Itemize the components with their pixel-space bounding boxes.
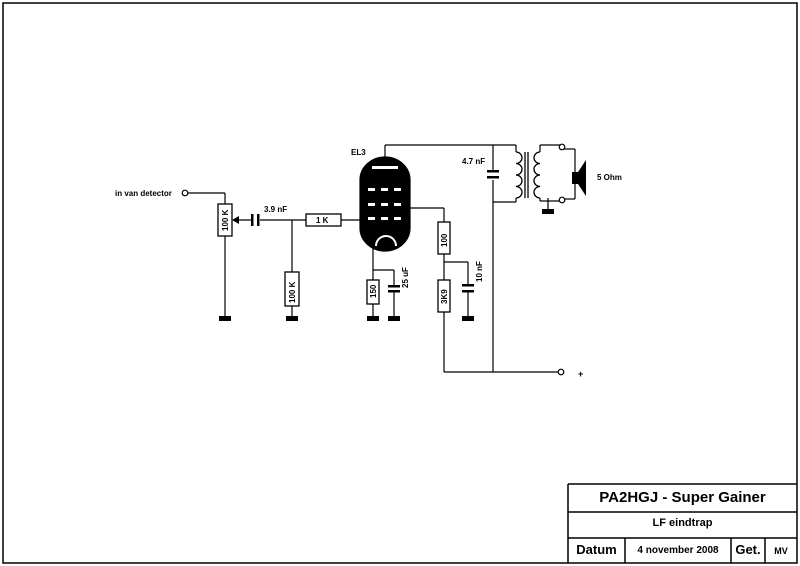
label-r-pot: 100 K xyxy=(221,209,230,231)
resistor-screen xyxy=(437,221,451,255)
cap-coupling-plate2 xyxy=(257,214,260,226)
supply-terminal xyxy=(557,368,565,376)
label-r-cathode: 150 xyxy=(369,284,378,298)
ground-screen-c xyxy=(462,316,474,321)
resistor-screen-drop xyxy=(437,279,451,313)
ground-transformer xyxy=(542,209,554,214)
ground-cathode-c xyxy=(388,316,400,321)
cap-screen-plate1 xyxy=(462,284,474,287)
speaker-terminal-bottom xyxy=(558,196,566,204)
cap-cathode-plate1 xyxy=(388,285,400,288)
resistor-cathode xyxy=(366,279,380,305)
drawing-subtitle: LF eindtrap xyxy=(652,517,713,529)
date-value: 4 november 2008 xyxy=(637,545,719,556)
label-c-cathode: 25 uF xyxy=(401,267,410,288)
tube-grids xyxy=(368,188,401,220)
tube-heater xyxy=(375,235,397,247)
cap-cathode-plate2 xyxy=(388,290,400,293)
label-speaker: 5 Ohm xyxy=(597,173,622,182)
ground-pot xyxy=(219,316,231,321)
cap-screen-plate2 xyxy=(462,290,474,293)
label-supply-plus: + xyxy=(578,369,583,379)
cap-anode-plate1 xyxy=(487,170,499,173)
resistor-grid-leak xyxy=(284,271,300,307)
label-r-screen-drop: 3K9 xyxy=(440,289,449,304)
label-c-screen: 10 nF xyxy=(475,261,484,282)
label-input: in van detector xyxy=(115,189,172,198)
label-r-screen: 100 xyxy=(440,233,449,247)
cap-coupling-plate1 xyxy=(251,214,254,226)
transformer-primary xyxy=(515,151,523,199)
label-c-coupling: 3.9 nF xyxy=(264,205,287,214)
loudspeaker xyxy=(572,160,586,196)
label-r-grid-stop: 1 K xyxy=(316,216,329,225)
date-label: Datum xyxy=(576,542,617,557)
grounds xyxy=(219,209,554,321)
drawing-title: PA2HGJ - Super Gainer xyxy=(599,489,766,506)
label-c-anode: 4.7 nF xyxy=(462,157,485,166)
cap-anode-plate2 xyxy=(487,176,499,179)
ground-cathode-r xyxy=(367,316,379,321)
ground-grid-leak xyxy=(286,316,298,321)
transformer-secondary xyxy=(533,151,541,199)
tube-anode xyxy=(372,166,398,169)
drawn-by-value: MV xyxy=(774,546,788,556)
label-r-grid-leak: 100 K xyxy=(288,281,297,303)
drawn-by-label: Get. xyxy=(735,542,761,557)
title-block-frame xyxy=(567,483,797,563)
tube-el3 xyxy=(359,156,411,252)
resistors xyxy=(217,203,451,313)
labels: in van detector EL3 3.9 nF 1 K 4.7 nF 5 … xyxy=(115,148,622,379)
capacitors xyxy=(251,170,499,293)
speaker-terminal-top xyxy=(558,143,566,151)
input-terminal xyxy=(181,189,189,197)
pot-wiper-arrow xyxy=(232,216,239,224)
resistor-grid-stop xyxy=(305,213,342,227)
terminals xyxy=(181,143,566,376)
output-transformer xyxy=(515,151,541,199)
label-tube: EL3 xyxy=(351,148,366,157)
wires xyxy=(188,144,576,373)
